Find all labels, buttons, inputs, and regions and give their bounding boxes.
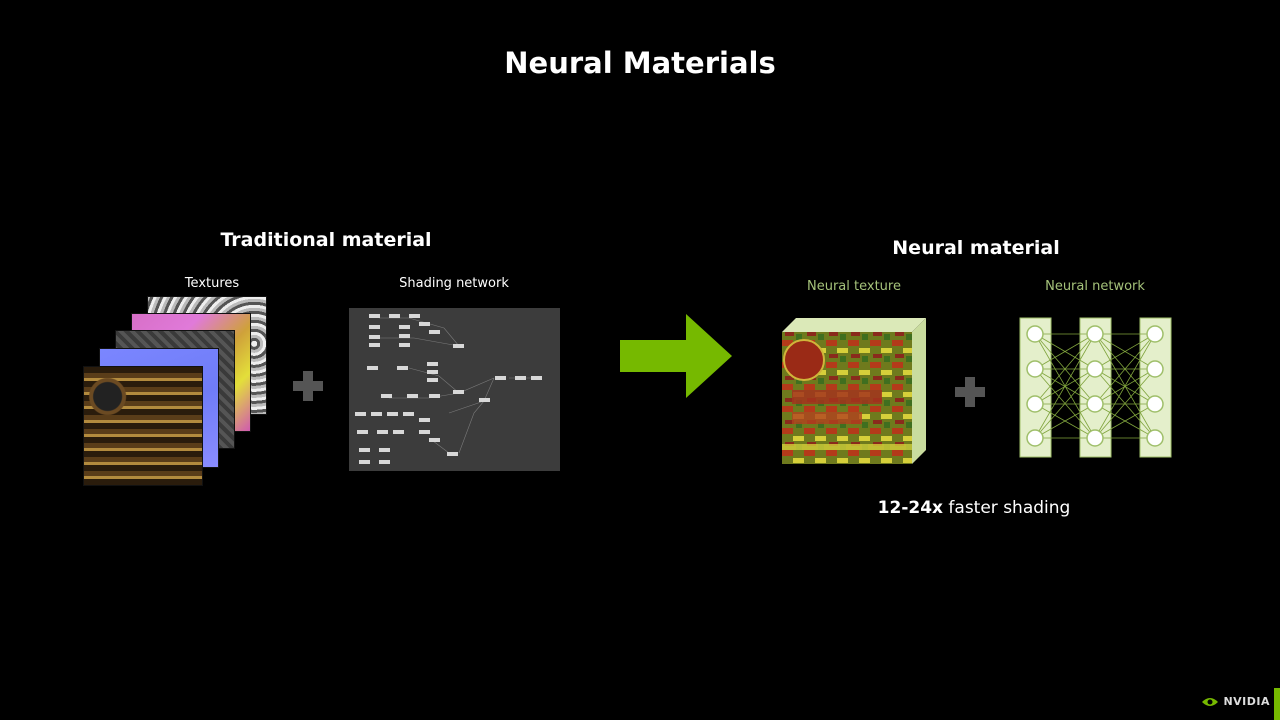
neural-texture-cube (782, 318, 926, 464)
plus-icon (293, 371, 323, 401)
neural-texture-label: Neural texture (807, 279, 901, 294)
neural-material-heading: Neural material (892, 237, 1060, 259)
textures-label: Textures (184, 276, 240, 291)
plus-icon (955, 377, 985, 407)
traditional-material-heading: Traditional material (220, 229, 432, 251)
shading-network-label: Shading network (399, 276, 509, 291)
slide-title: Neural Materials (504, 46, 776, 80)
neural-network-label: Neural network (1045, 279, 1145, 294)
brand-accent-bar (1274, 688, 1280, 720)
nvidia-logo-text: NVIDIA (1223, 695, 1270, 708)
speedup-caption: 12-24x faster shading (824, 498, 1124, 518)
right-arrow-icon (620, 314, 732, 398)
speedup-text: faster shading (943, 498, 1071, 518)
nvidia-eye-icon (1202, 697, 1219, 706)
neural-network-diagram (1019, 317, 1172, 458)
texture-layer-albedo (83, 366, 203, 486)
shading-network-graph (349, 308, 560, 471)
nvidia-logo: NVIDIA (1201, 695, 1270, 708)
speedup-value: 12-24x (877, 498, 944, 518)
